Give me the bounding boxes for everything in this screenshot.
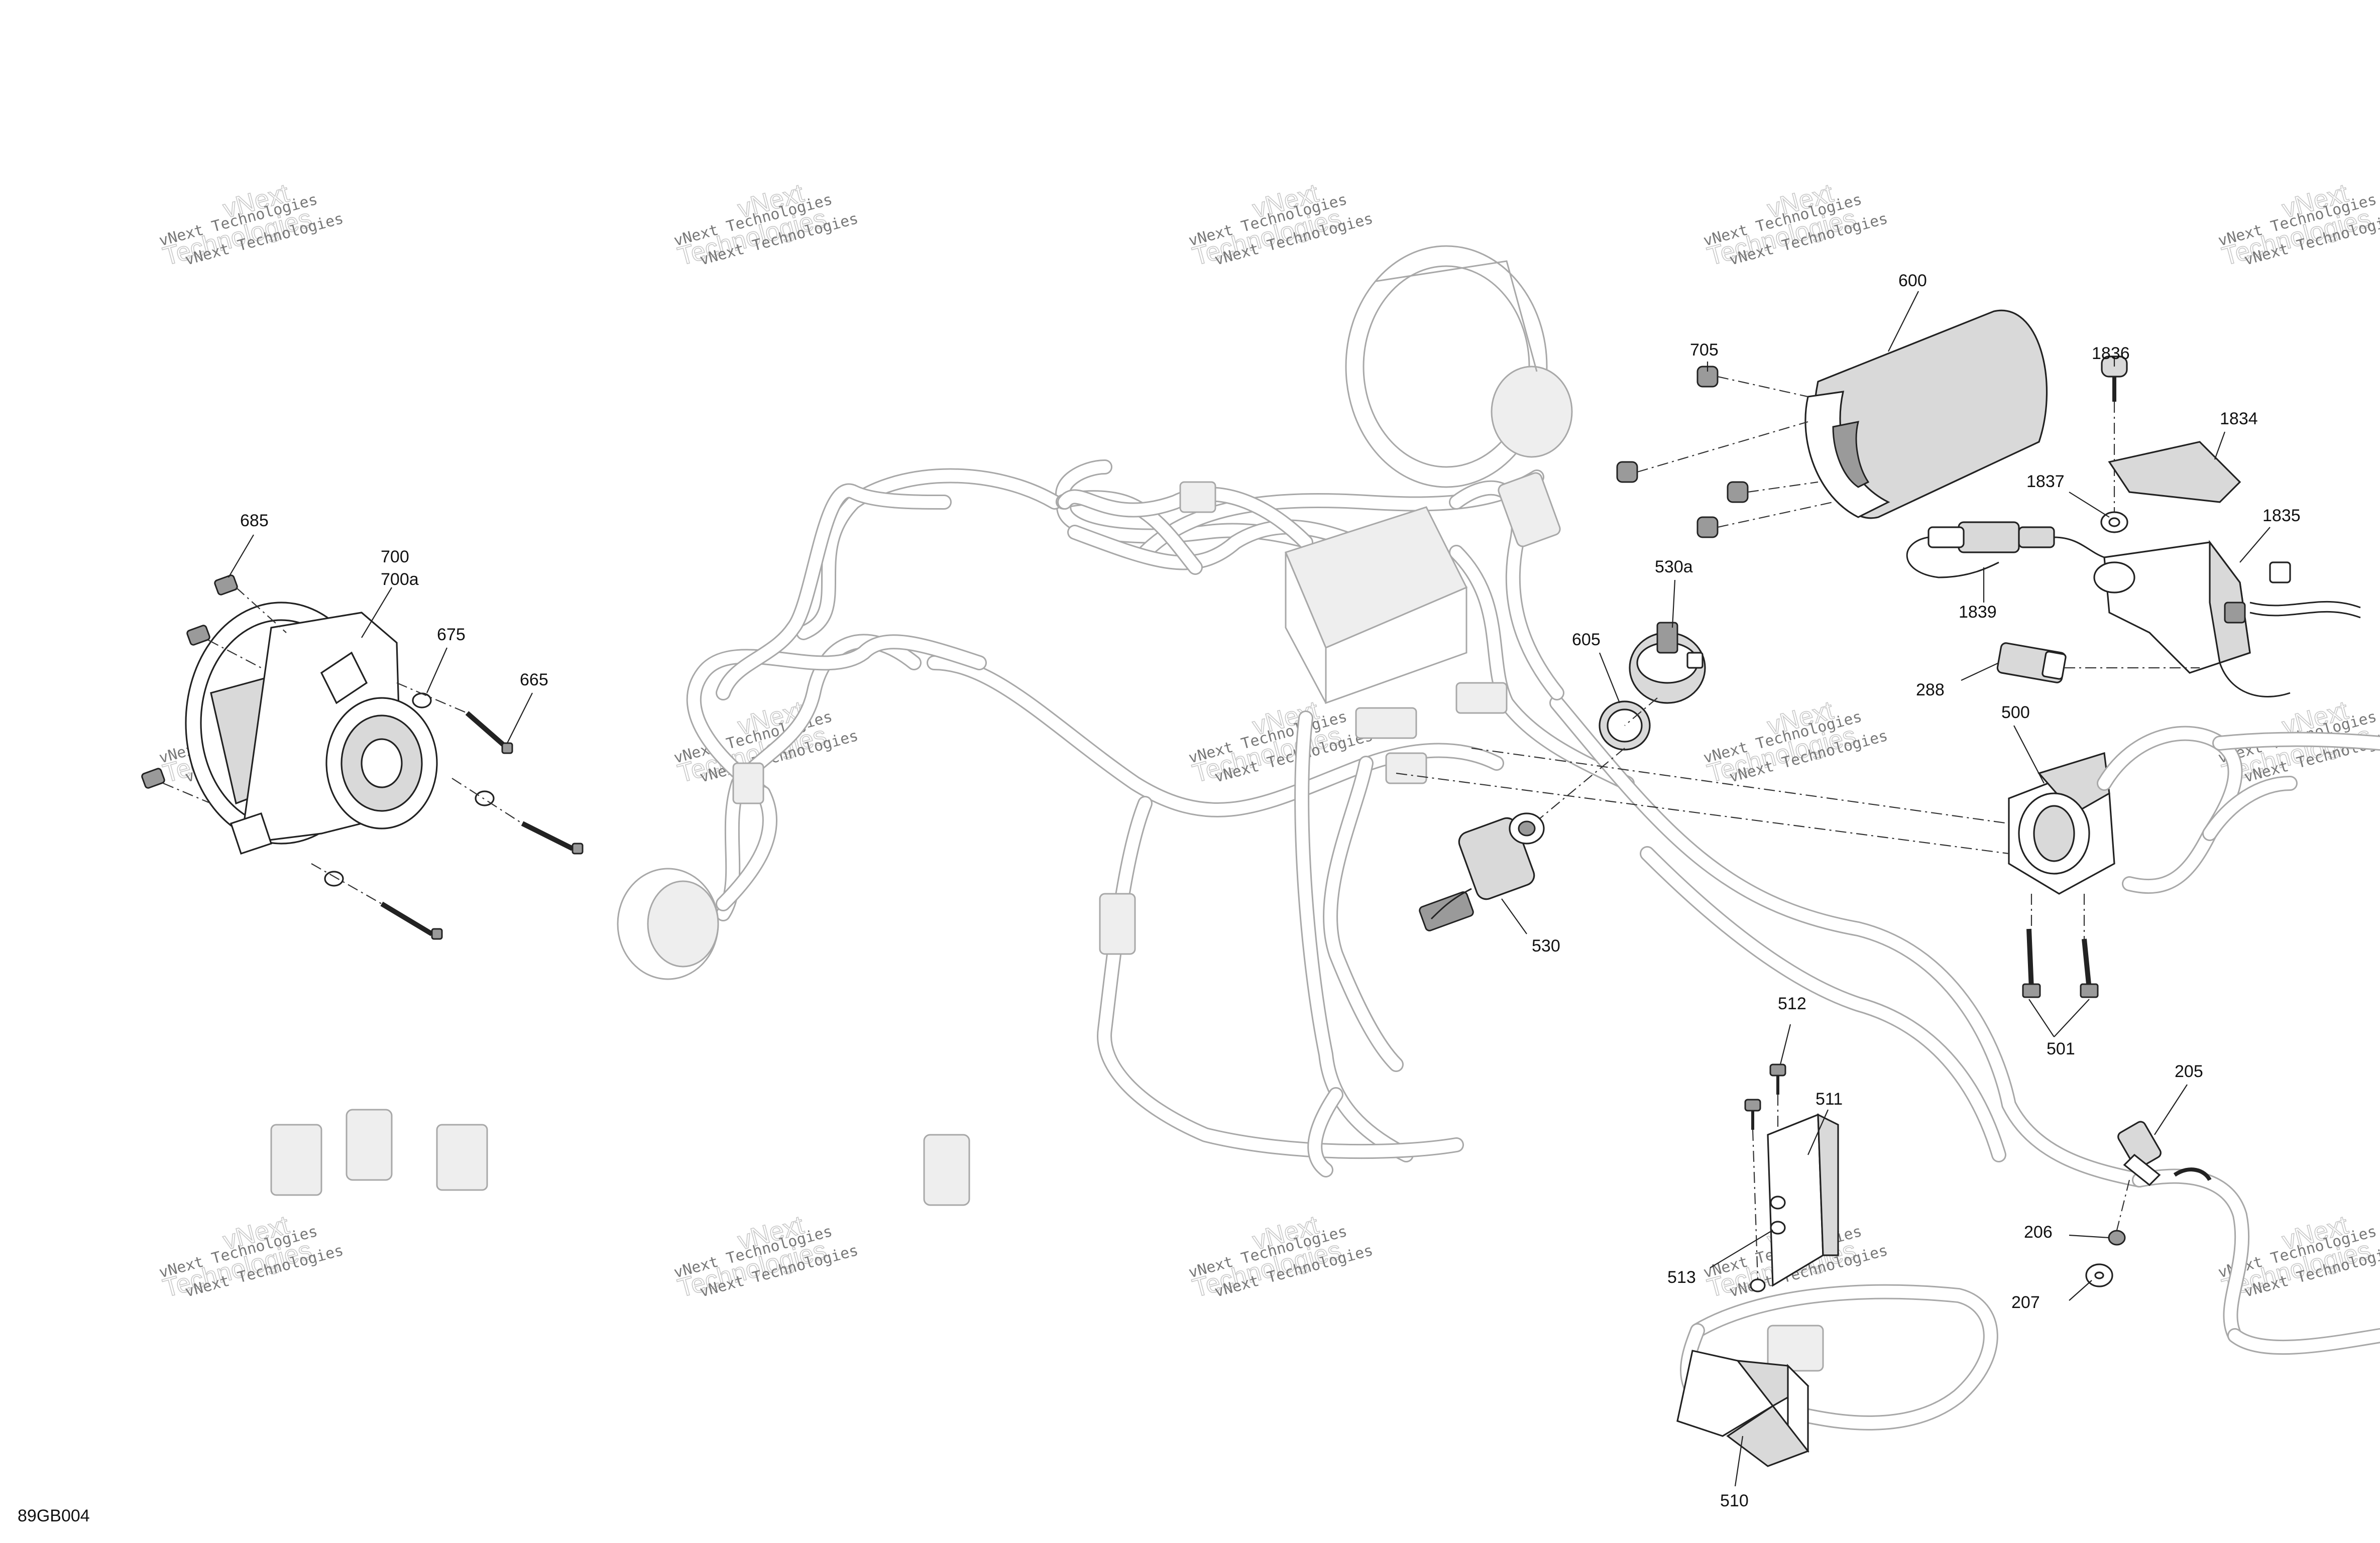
watermark-tile: vNext vNext Technologies Technologies vN… — [1187, 178, 1375, 272]
switch-housing-1835 — [2093, 540, 2361, 697]
watermark-tile: vNext vNext Technologies Technologies vN… — [672, 178, 860, 272]
bolt-665 — [380, 711, 584, 940]
bracket-510 — [1676, 1350, 1809, 1467]
callout-1835: 1835 — [2262, 506, 2301, 525]
switch-housing-500 — [2008, 726, 2380, 895]
callout-512: 512 — [1778, 994, 1806, 1013]
clamp-205 — [2117, 1121, 2212, 1186]
watermark-tile: vNext vNext Technologies Technologies vN… — [672, 1210, 860, 1303]
callout-530a: 530a — [1655, 557, 1693, 576]
callout-700: 700 — [381, 547, 409, 566]
ignition-switch-530 — [1419, 812, 1545, 931]
callout-205: 205 — [2175, 1062, 2203, 1081]
wiring-harness — [270, 245, 2380, 1431]
callout-288: 288 — [1916, 680, 1945, 699]
screw-705 — [1616, 366, 1749, 538]
washer-207 — [2085, 1263, 2113, 1287]
diagram-code: 89GB004 — [18, 1506, 90, 1525]
washer-675 — [324, 692, 495, 887]
callout-1839: 1839 — [1959, 603, 1997, 622]
connector-1839 — [1906, 521, 2105, 578]
callout-700a: 700a — [381, 570, 419, 589]
callout-1834: 1834 — [2220, 409, 2258, 428]
watermark-tile: vNext vNext Technologies Technologies vN… — [157, 178, 346, 272]
screw-685 — [141, 574, 238, 789]
callout-500: 500 — [2001, 703, 2030, 722]
callout-605: 605 — [1572, 630, 1601, 649]
callout-511: 511 — [1816, 1090, 1843, 1109]
callout-513: 513 — [1667, 1268, 1696, 1287]
callout-1837: 1837 — [2026, 472, 2065, 491]
callout-705: 705 — [1690, 340, 1719, 360]
headlight-assembly-left — [185, 602, 438, 855]
callout-510: 510 — [1720, 1491, 1749, 1510]
bracket-511 — [1767, 1113, 1839, 1287]
washer-1837 — [2100, 511, 2128, 533]
connector-288 — [1996, 642, 2067, 683]
callout-665: 665 — [520, 670, 548, 689]
watermark-tile: vNext vNext Technologies Technologies vN… — [1702, 695, 1890, 789]
callout-530: 530 — [1532, 936, 1560, 956]
watermark-tile: vNext vNext Technologies Technologies vN… — [1187, 1210, 1375, 1303]
washer-513 — [1750, 1196, 1786, 1292]
screw-512 — [1744, 1063, 1786, 1130]
watermark-tile: vNext vNext Technologies Technologies vN… — [1702, 178, 1890, 272]
ignition-switch-530a — [1629, 622, 1706, 704]
watermark-tile: vNext vNext Technologies Technologies vN… — [157, 1210, 346, 1303]
callout-206: 206 — [2024, 1223, 2053, 1242]
bracket-1834 — [2108, 441, 2241, 503]
nut-206 — [2108, 1230, 2126, 1246]
connector-ghost — [1099, 893, 1136, 955]
callout-600: 600 — [1898, 271, 1927, 290]
watermark-tile: vNext vNext Technologies Technologies vN… — [2216, 178, 2380, 272]
callout-685: 685 — [240, 511, 269, 530]
callout-675: 675 — [437, 625, 466, 644]
callout-501: 501 — [2047, 1039, 2075, 1058]
callout-1836: 1836 — [2092, 344, 2130, 363]
callout-207: 207 — [2011, 1293, 2040, 1312]
screw-501 — [2022, 928, 2099, 998]
display-cluster-600 — [1804, 309, 2048, 519]
